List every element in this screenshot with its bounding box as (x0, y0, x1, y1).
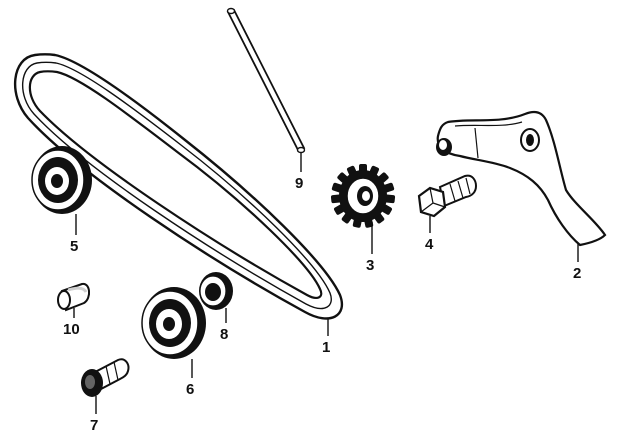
callout-3: 3 (366, 257, 374, 274)
callout-2: 2 (573, 265, 581, 282)
collar-icon[interactable] (57, 282, 90, 312)
callout-4: 4 (425, 236, 434, 253)
callout-7: 7 (90, 417, 98, 434)
bolt-icon[interactable] (81, 358, 130, 397)
bolt-icon[interactable] (417, 174, 478, 218)
callout-8: 8 (220, 326, 228, 343)
callout-10: 10 (63, 321, 80, 338)
callout-6: 6 (186, 381, 194, 398)
roller-icon[interactable] (141, 287, 206, 359)
callout-9: 9 (295, 175, 303, 192)
bracket-icon[interactable] (436, 110, 607, 247)
timing-chain-icon[interactable] (14, 53, 343, 320)
pin-icon[interactable] (226, 7, 306, 154)
roller-icon[interactable] (31, 146, 92, 214)
washer-icon[interactable] (199, 272, 233, 310)
callout-1: 1 (322, 339, 330, 356)
sprocket-icon[interactable] (330, 164, 396, 228)
callout-5: 5 (70, 238, 78, 255)
